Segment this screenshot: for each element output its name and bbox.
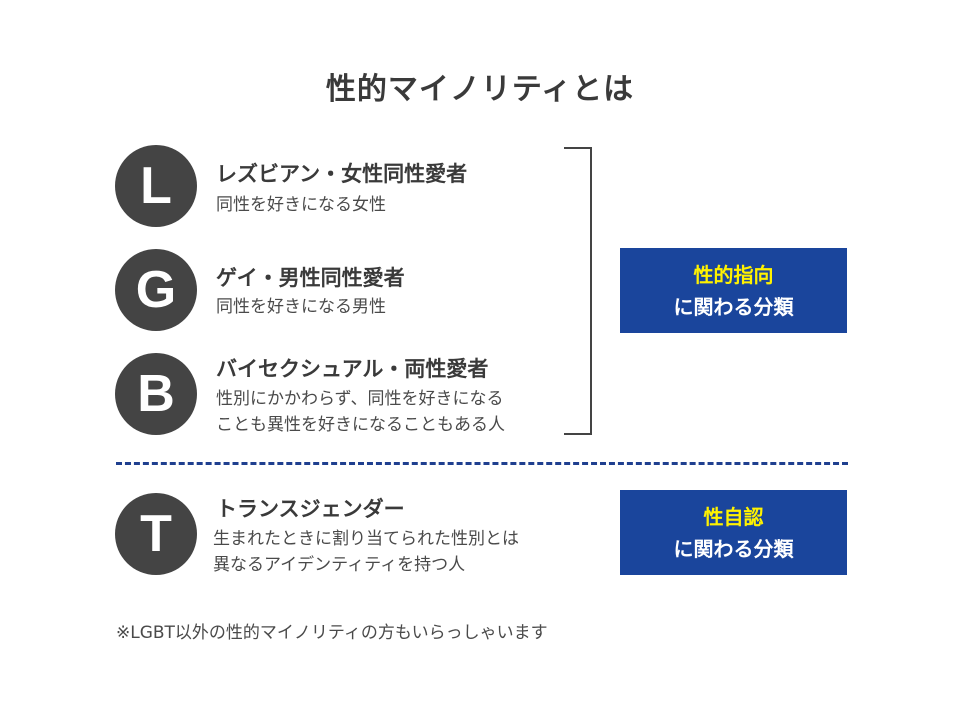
item-heading-lesbian: レズビアン・女性同性愛者	[216, 162, 468, 186]
item-desc-bisexual-line-1: 性別にかかわらず、同性を好きになる	[216, 389, 504, 409]
letter-circle-l: L	[115, 145, 197, 227]
badge-highlight-orientation: 性的指向	[693, 262, 774, 287]
letter-circle-t: T	[115, 493, 197, 575]
page-title: 性的マイノリティとは	[325, 72, 635, 107]
item-heading-bisexual: バイセクシュアル・両性愛者	[216, 357, 489, 381]
item-desc-transgender-line-2: 異なるアイデンティティを持つ人	[213, 555, 466, 575]
letter-circle-g: G	[115, 249, 197, 331]
item-heading-gay: ゲイ・男性同性愛者	[216, 266, 405, 290]
footnote: ※LGBT以外の性的マイノリティの方もいらっしゃいます	[116, 623, 548, 643]
item-desc-lesbian-line-1: 同性を好きになる女性	[216, 195, 386, 215]
badge-highlight-identity: 性自認	[703, 504, 764, 529]
item-desc-transgender-line-1: 生まれたときに割り当てられた性別とは	[213, 529, 519, 549]
item-heading-transgender: トランスジェンダー	[216, 497, 405, 521]
badge-text-orientation: に関わる分類	[673, 294, 794, 319]
badge-text-identity: に関わる分類	[673, 536, 794, 561]
item-desc-gay-line-1: 同性を好きになる男性	[216, 297, 386, 317]
letter-circle-b: B	[115, 353, 197, 435]
lgb-bracket	[564, 147, 592, 435]
section-divider	[116, 462, 848, 465]
item-desc-bisexual-line-2: ことも異性を好きになることもある人	[216, 415, 505, 435]
sexual-orientation-badge: 性的指向 に関わる分類	[620, 248, 847, 333]
gender-identity-badge: 性自認 に関わる分類	[620, 490, 847, 575]
